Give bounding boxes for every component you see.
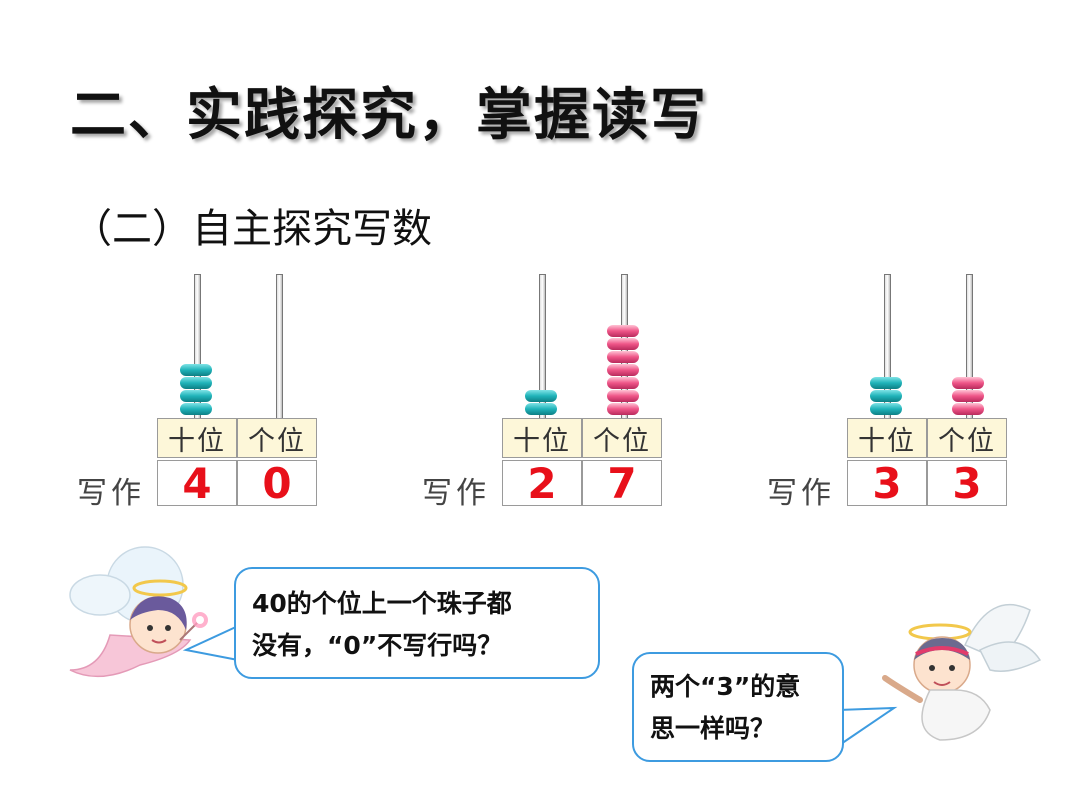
abacus-2: 写作 十位 个位 2 7 <box>420 270 780 520</box>
ones-bead <box>607 351 639 363</box>
ones-bead <box>607 338 639 350</box>
tens-digit: 3 <box>847 459 927 508</box>
ones-label: 个位 <box>582 418 662 458</box>
speech-bubble-right: 两个“3”的意 思一样吗？ <box>632 652 844 762</box>
boy-angel-icon <box>882 604 1042 741</box>
tens-rod <box>884 274 891 421</box>
bubble-right-line1: 两个“3”的意 <box>650 672 801 701</box>
tens-bead <box>180 403 212 415</box>
girl-angel-icon <box>69 546 208 678</box>
tens-digit: 2 <box>502 459 582 508</box>
ones-bead <box>952 403 984 415</box>
abacus-1: 写作 十位 个位 4 0 <box>75 270 435 520</box>
place-label-row: 十位 个位 <box>847 418 1007 458</box>
tens-bead <box>525 403 557 415</box>
bubble-left-line2: 没有，“0”不写行吗？ <box>252 631 503 660</box>
tens-bead <box>870 403 902 415</box>
tens-rod <box>194 274 201 421</box>
ones-rod <box>966 274 973 421</box>
digit-row: 3 3 <box>847 459 1007 508</box>
ones-digit: 3 <box>927 459 1007 508</box>
tens-label: 十位 <box>502 418 582 458</box>
ones-bead <box>607 403 639 415</box>
ones-label: 个位 <box>237 418 317 458</box>
speech-bubble-left: 40的个位上一个珠子都 没有，“0”不写行吗？ <box>234 567 600 679</box>
tens-bead <box>180 390 212 402</box>
tens-rod <box>539 274 546 421</box>
ones-rod <box>276 274 283 421</box>
tens-bead <box>180 364 212 376</box>
bubble-right-line2: 思一样吗？ <box>650 714 776 743</box>
tens-bead <box>870 390 902 402</box>
digit-row: 4 0 <box>157 459 317 508</box>
place-label-row: 十位 个位 <box>502 418 662 458</box>
write-label: 写作 <box>767 476 835 511</box>
tens-label: 十位 <box>847 418 927 458</box>
bubble-left-line1: 40的个位上一个珠子都 <box>252 589 512 618</box>
ones-bead <box>607 390 639 402</box>
ones-bead <box>607 325 639 337</box>
ones-label: 个位 <box>927 418 1007 458</box>
ones-bead <box>607 364 639 376</box>
bubble-tail-right <box>837 706 898 747</box>
tens-bead <box>180 377 212 389</box>
tens-bead <box>870 377 902 389</box>
abacus-3: 写作 十位 个位 3 3 <box>765 270 1080 520</box>
ones-bead <box>607 377 639 389</box>
tens-bead <box>525 390 557 402</box>
tens-label: 十位 <box>157 418 237 458</box>
write-label: 写作 <box>77 476 145 511</box>
section-subtitle: （二）自主探究写数 <box>72 206 432 252</box>
write-label: 写作 <box>422 476 490 511</box>
page-title: 二、实践探究，掌握读写 <box>70 83 708 148</box>
ones-digit: 0 <box>237 459 317 508</box>
ones-bead <box>952 390 984 402</box>
ones-digit: 7 <box>582 459 662 508</box>
tens-digit: 4 <box>157 459 237 508</box>
place-label-row: 十位 个位 <box>157 418 317 458</box>
ones-bead <box>952 377 984 389</box>
digit-row: 2 7 <box>502 459 662 508</box>
bubble-tail-left <box>182 625 239 661</box>
